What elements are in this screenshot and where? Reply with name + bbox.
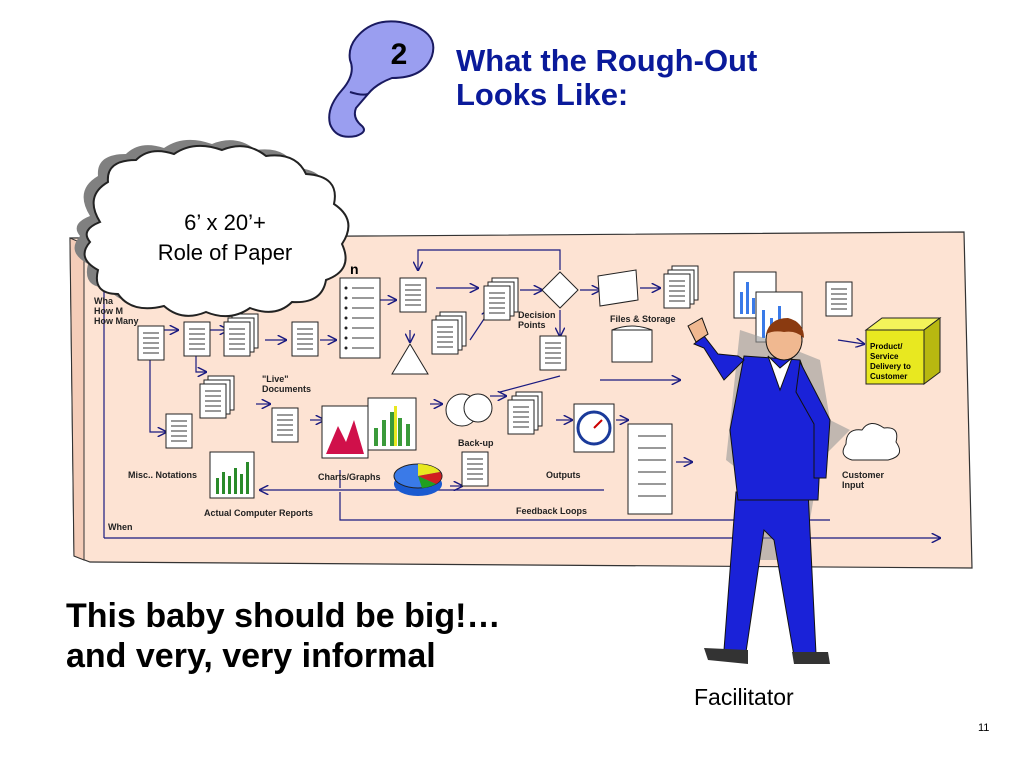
facilitator-figure: [687, 317, 850, 664]
left-label-2: How M: [94, 306, 123, 316]
charts-graphs-label: Charts/Graphs: [318, 472, 381, 482]
when-label: When: [108, 522, 133, 532]
decision-points-label: Decision Points: [518, 310, 556, 330]
misc-notations-label: Misc.. Notations: [128, 470, 198, 480]
footprint-icon: [328, 20, 435, 138]
product-delivery-label: Product/ Service Delivery to Customer: [870, 342, 911, 381]
actual-reports-label: Actual Computer Reports: [204, 508, 314, 518]
customer-input-label: Customer Input: [842, 470, 885, 490]
page-number: 11: [978, 722, 990, 734]
roughout-heading-fragment: n: [350, 261, 359, 277]
cloud-line-1: 6’ x 20’+: [184, 210, 266, 235]
cloud-line-2: Role of Paper: [157, 240, 293, 265]
outputs-label: Outputs: [546, 470, 581, 480]
tagline-line-2: and very, very informal: [66, 637, 436, 675]
step-number: 2: [390, 38, 408, 71]
cloud-text: 6’ x 20’+ Role of Paper: [122, 208, 328, 268]
facilitator-label: Facilitator: [694, 684, 794, 710]
back-up-label: Back-up: [458, 438, 494, 448]
slide-title: What the Rough-Out Looks Like:: [456, 44, 816, 112]
left-label-3: How Many: [94, 316, 139, 326]
title-line-2: Looks Like:: [456, 77, 629, 112]
live-documents-label: "Live" Documents: [262, 374, 312, 394]
product-delivery-box: [864, 317, 942, 385]
feedback-loops-label: Feedback Loops: [516, 506, 588, 516]
left-label-1: Wha: [94, 296, 113, 306]
tagline-line-1: This baby should be big!…: [66, 597, 501, 635]
tagline: This baby should be big!… and very, very…: [66, 596, 626, 676]
title-line-1: What the Rough-Out: [456, 43, 758, 78]
files-storage-label: Files & Storage: [610, 314, 676, 324]
thought-cloud: [74, 139, 350, 318]
